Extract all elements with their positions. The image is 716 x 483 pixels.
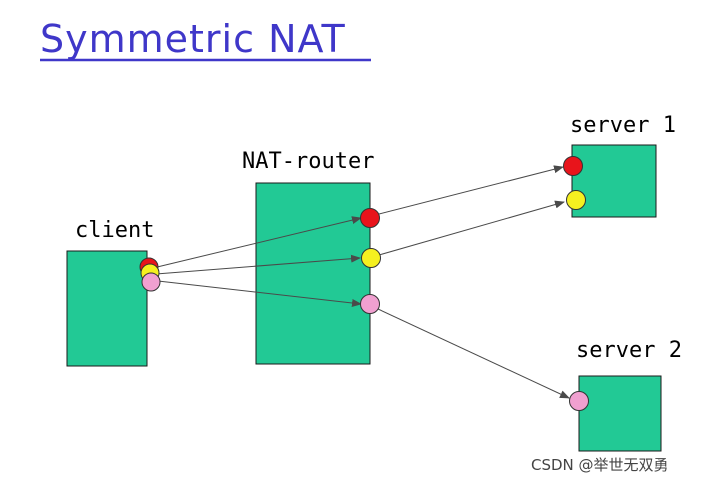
nat-router-label: NAT-router <box>242 149 374 174</box>
server1-label: server 1 <box>570 113 676 138</box>
client-port-pink <box>141 272 161 292</box>
arrow-client-to-nat-pink <box>157 280 362 307</box>
arrow-nat-to-server2-pink <box>377 308 570 399</box>
arrow-nat-to-server1-red <box>378 165 564 215</box>
nat-port-yellow <box>361 248 381 268</box>
server2-box <box>578 375 662 452</box>
nat-port-red <box>360 208 380 228</box>
server1-port-yellow <box>566 190 586 210</box>
arrow-client-to-nat-red <box>152 216 362 269</box>
nat-router-box <box>255 182 371 365</box>
server1-port-red <box>563 156 583 176</box>
arrow-client-to-nat-yellow <box>155 254 361 275</box>
nat-port-pink <box>360 294 380 314</box>
diagram-title: Symmetric NAT <box>40 17 346 61</box>
arrow-nat-to-server1-yellow <box>378 200 565 256</box>
server2-label: server 2 <box>576 338 682 363</box>
client-box <box>66 250 148 367</box>
server2-port-pink <box>569 391 589 411</box>
client-label: client <box>75 218 154 243</box>
csdn-watermark: CSDN @举世无双勇 <box>531 456 669 474</box>
server1-box <box>571 144 657 218</box>
